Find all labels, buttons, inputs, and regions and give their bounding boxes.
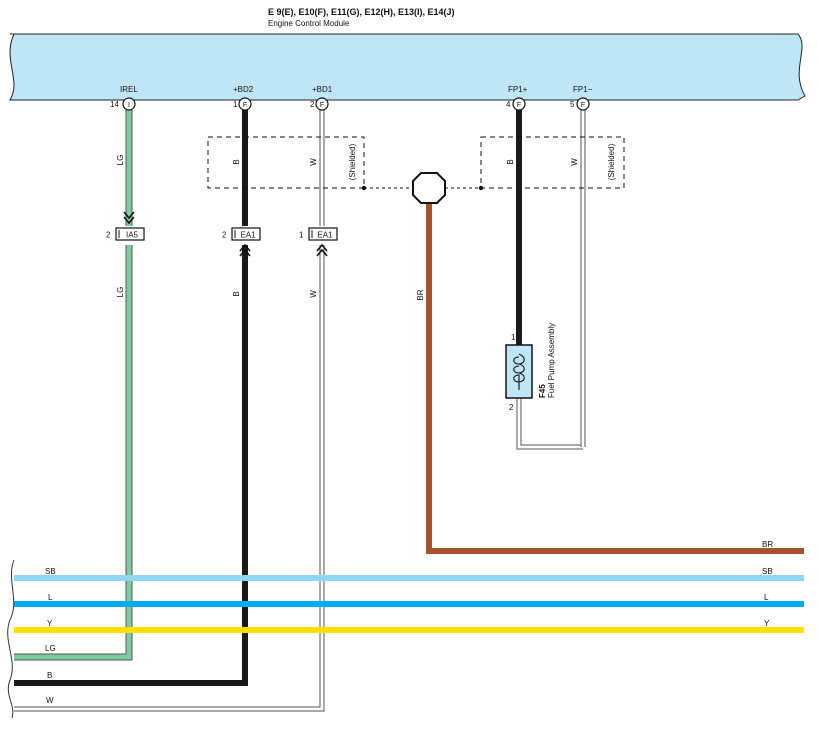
- wire-label-fp-plus: B: [506, 159, 515, 164]
- shield-label-right: (Shielded): [607, 143, 616, 180]
- wire-label-bd2-lower: B: [232, 291, 241, 296]
- pin-label-bd1: +BD1: [312, 85, 333, 94]
- ecm-block: [9, 33, 806, 101]
- wire-label-fp-minus: W: [570, 158, 579, 166]
- shield-label-left: (Shielded): [348, 143, 357, 180]
- pin-circle-bd1: [315, 97, 329, 111]
- pin-circle-fp1-minus: [576, 97, 590, 111]
- wire-label-bd1-lower: W: [309, 290, 318, 298]
- ia5-pin: 2: [106, 231, 111, 240]
- ia5-chevron-2: [123, 216, 135, 225]
- ea1-w-box: [308, 227, 338, 241]
- wire-bd2: [14, 110, 248, 686]
- pin-letter-fp1-plus: F: [517, 102, 521, 109]
- inline-connector-ia5: [115, 211, 145, 241]
- fuel-pump-code: F45: [538, 384, 547, 398]
- fuel-pump-pin-bottom: 2: [509, 403, 514, 412]
- wire-label-irel-lower: LG: [116, 287, 125, 298]
- ea1-b-label: EA1: [240, 231, 256, 240]
- wire-label-bd1-upper: W: [309, 158, 318, 166]
- pin-label-bd2: +BD2: [233, 85, 254, 94]
- ea1-b-pin: 2: [222, 231, 227, 240]
- fuel-pump-pin-top: 1: [511, 333, 516, 342]
- wire-irel: [14, 110, 133, 661]
- pin-letter-fp1-minus: F: [581, 102, 585, 109]
- module-name: Engine Control Module: [268, 19, 350, 28]
- ia5-box: [115, 227, 145, 241]
- ea1-w-chevron-1: [316, 243, 328, 252]
- shield-dot-left: [361, 185, 367, 191]
- pin-letter-irel: I: [128, 102, 130, 109]
- inline-connector-ea1-b: [231, 227, 261, 257]
- ecm-pin-circles: [122, 97, 590, 111]
- pin-number-fp1-minus: 5: [570, 100, 575, 109]
- motor-coil-icon: [513, 353, 525, 390]
- ea1-b-box: [231, 227, 261, 241]
- bus-label-br-right: BR: [762, 540, 773, 549]
- pin-label-fp1-plus: FP1+: [508, 85, 528, 94]
- pin-number-irel: 14: [110, 100, 119, 109]
- wire-label-bd2-upper: B: [232, 159, 241, 164]
- left-break-line: [7, 559, 15, 719]
- ia5-chevron-1: [123, 211, 135, 220]
- bus-lines: [14, 575, 804, 633]
- fuel-pump-name: Fuel Pump Assembly: [547, 323, 556, 398]
- wire-fp1-plus: [516, 110, 583, 450]
- shield-box-right: [480, 136, 625, 189]
- pin-letter-bd2: F: [243, 102, 247, 109]
- pin-number-bd2: 1: [233, 100, 238, 109]
- pin-circle-bd2: [238, 97, 252, 111]
- wire-label-shield-ground: BR: [416, 289, 425, 300]
- pin-number-bd1: 2: [310, 100, 315, 109]
- pin-number-fp1-plus: 4: [506, 100, 511, 109]
- pin-label-irel: IREL: [120, 85, 138, 94]
- bus-label-l-right: L: [764, 593, 769, 602]
- bus-label-w-left: W: [46, 696, 54, 705]
- fuel-pump-body: [505, 344, 533, 399]
- wire-bd1: [14, 110, 325, 712]
- fuel-pump-assembly: [505, 344, 533, 399]
- ia5-label: IA5: [126, 231, 139, 240]
- bus-label-lg-left: LG: [45, 644, 56, 653]
- wire-label-irel-upper: LG: [116, 155, 125, 166]
- bus-label-b-left: B: [47, 671, 52, 680]
- shield-ground-junction: [412, 172, 446, 204]
- wire-shield-ground: [426, 202, 804, 554]
- bus-label-y-right: Y: [764, 619, 770, 628]
- ea1-b-chevron-1: [239, 243, 251, 252]
- ea1-w-label: EA1: [317, 231, 333, 240]
- pin-label-fp1-minus: FP1−: [573, 85, 593, 94]
- pin-letter-bd1: F: [320, 102, 324, 109]
- connector-list: E 9(E), E10(F), E11(G), E12(H), E13(I), …: [268, 7, 455, 17]
- inline-connector-ea1-w: [308, 227, 338, 257]
- shield-box-left: [207, 136, 365, 189]
- ea1-w-chevron-2: [316, 248, 328, 257]
- ea1-w-pin: 1: [299, 231, 304, 240]
- bus-label-sb-right: SB: [762, 567, 773, 576]
- pin-circle-fp1-plus: [512, 97, 526, 111]
- bus-label-y-left: Y: [47, 619, 53, 628]
- ea1-b-chevron-2: [239, 248, 251, 257]
- bus-label-l-left: L: [48, 593, 53, 602]
- bus-label-sb-left: SB: [45, 567, 56, 576]
- pin-circle-irel: [122, 97, 136, 111]
- shield-dot-right: [478, 185, 484, 191]
